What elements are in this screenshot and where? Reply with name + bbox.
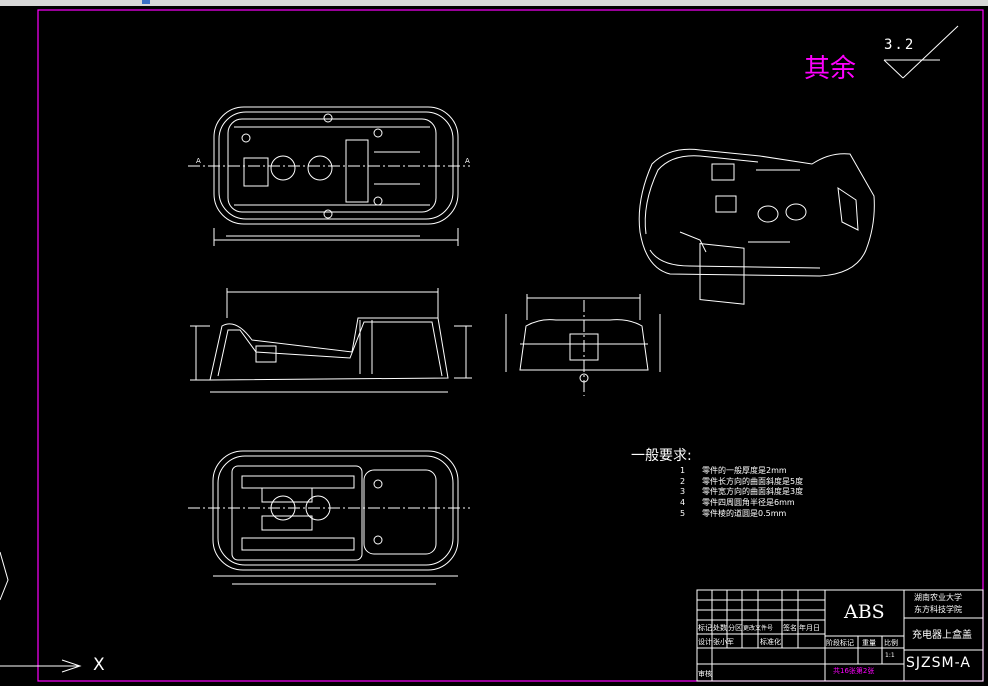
scale-value: 1:1 bbox=[885, 652, 895, 659]
drawing-border bbox=[37, 9, 984, 682]
header-date: 年月日 bbox=[799, 624, 820, 632]
sheet-info: 共16张第2张 bbox=[833, 667, 875, 675]
row-review: 审核 bbox=[698, 670, 712, 678]
roughness-label: 其余 bbox=[804, 54, 857, 84]
header-count: 处数 bbox=[713, 624, 727, 632]
front-section-view bbox=[190, 288, 472, 393]
drawing-number: SJZSM-A bbox=[906, 655, 971, 671]
toolbar-strip bbox=[0, 0, 988, 6]
isometric-view bbox=[638, 148, 875, 305]
x-axis-indicator bbox=[0, 551, 82, 673]
section-marker-right: A bbox=[465, 157, 470, 165]
section-marker-left: A bbox=[196, 157, 201, 165]
school-name-line1: 湖南农业大学 bbox=[914, 593, 962, 602]
standardize-label: 标准化 bbox=[760, 638, 781, 646]
roughness-value: 3.2 bbox=[884, 37, 916, 53]
roughness-symbol bbox=[883, 25, 959, 79]
requirements-title: 一般要求: bbox=[631, 448, 692, 464]
axis-x-label: X bbox=[93, 655, 105, 675]
bottom-view bbox=[188, 450, 470, 585]
material-label: ABS bbox=[844, 601, 885, 623]
side-view bbox=[505, 294, 661, 396]
scale-label: 比例 bbox=[884, 639, 898, 647]
part-name: 充电器上盒盖 bbox=[912, 630, 972, 641]
designer-name: 张小军 bbox=[713, 638, 734, 646]
stage-mark-label: 阶段标记 bbox=[826, 639, 854, 647]
title-block-grid bbox=[696, 589, 984, 682]
weight-label: 重量 bbox=[862, 639, 876, 647]
school-name-line2: 东方科技学院 bbox=[914, 605, 962, 614]
top-view bbox=[188, 106, 470, 246]
toolbar-icon bbox=[142, 0, 150, 4]
header-zone: 分区 bbox=[728, 624, 742, 632]
row-design: 设计 bbox=[698, 638, 712, 646]
header-signature: 签名 bbox=[783, 624, 797, 632]
header-mark: 标记 bbox=[698, 624, 712, 632]
header-change-doc: 更改文件号 bbox=[743, 625, 774, 632]
